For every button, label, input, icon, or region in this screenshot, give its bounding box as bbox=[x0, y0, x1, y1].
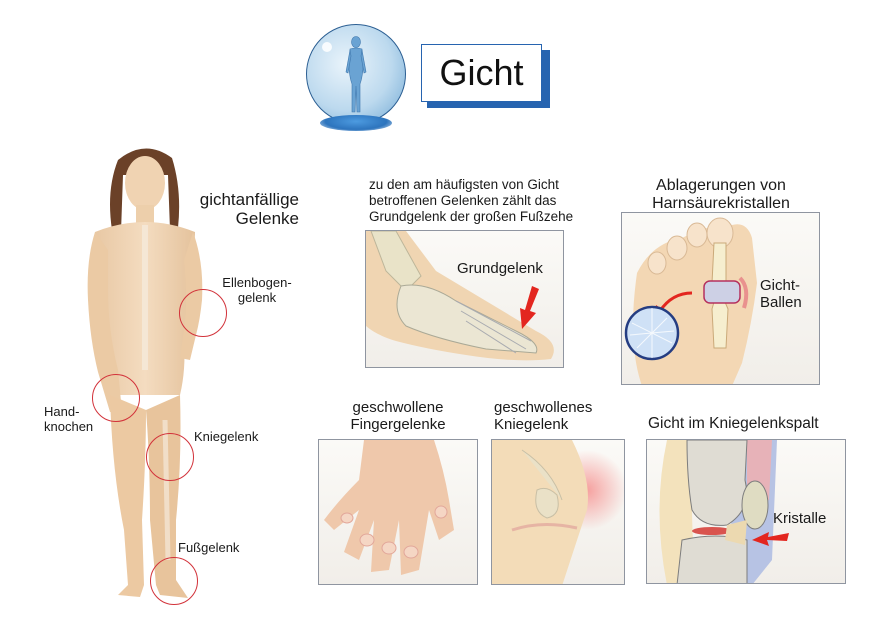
globe-logo-icon bbox=[306, 24, 406, 124]
foot-skeleton-illustration: Grundgelenk bbox=[365, 230, 564, 368]
globe-base-shadow bbox=[320, 115, 392, 131]
fingers-caption-line2: Fingergelenke bbox=[350, 415, 446, 433]
knee-caption-line2: Kniegelenk bbox=[494, 415, 569, 433]
page-title: Gicht bbox=[439, 52, 524, 93]
crystals-label: Kristalle bbox=[773, 510, 827, 527]
elbow-label-line2: gelenk bbox=[237, 289, 277, 305]
swollen-fingers-illustration bbox=[318, 439, 478, 585]
gout-toe-illustration: Gicht- Ballen bbox=[621, 212, 820, 385]
ankle-joint-circle bbox=[150, 557, 198, 605]
big-toe-caption-line2: betroffenen Gelenken zählt das bbox=[369, 193, 557, 209]
hand-bones-circle bbox=[92, 374, 140, 422]
knee-gap-caption: Gicht im Kniegelenkspalt bbox=[648, 415, 819, 432]
grundgelenk-label: Grundgelenk bbox=[457, 260, 543, 277]
gout-tophus-label-line1: Gicht- bbox=[760, 277, 801, 294]
hand-label-line1: Hand- bbox=[44, 404, 80, 419]
title-box: Gicht bbox=[421, 44, 542, 102]
knee-label: Kniegelenk bbox=[194, 429, 259, 444]
big-toe-caption-line1: zu den am häufigsten von Gicht bbox=[369, 177, 559, 192]
human-body-illustration bbox=[87, 148, 203, 598]
knee-gap-crystals-illustration: Kristalle bbox=[646, 439, 846, 584]
knee-caption-line1: geschwollenes bbox=[494, 399, 593, 416]
elbow-joint-circle bbox=[179, 289, 227, 337]
globe-highlight bbox=[322, 42, 332, 52]
elbow-label-line1: Ellenbogen- bbox=[222, 275, 292, 290]
joints-heading-line2: Gelenke bbox=[235, 209, 299, 229]
ankle-label: Fußgelenk bbox=[178, 540, 240, 555]
hand-label-line2: knochen bbox=[44, 418, 94, 434]
red-arrow-icon bbox=[520, 286, 539, 329]
uric-acid-caption-line2: Harnsäurekristallen bbox=[652, 194, 790, 212]
big-toe-caption-line3: Grundgelenk der großen Fußzehe bbox=[369, 209, 574, 225]
knee-joint-circle bbox=[146, 433, 194, 481]
gout-tophus-label-line2: Ballen bbox=[760, 293, 802, 311]
swollen-knee-illustration bbox=[491, 439, 625, 585]
uric-acid-caption-line1: Ablagerungen von bbox=[656, 177, 786, 194]
fingers-caption-line1: geschwollene bbox=[352, 399, 444, 416]
joints-heading-line1: gichtanfällige bbox=[199, 190, 299, 209]
